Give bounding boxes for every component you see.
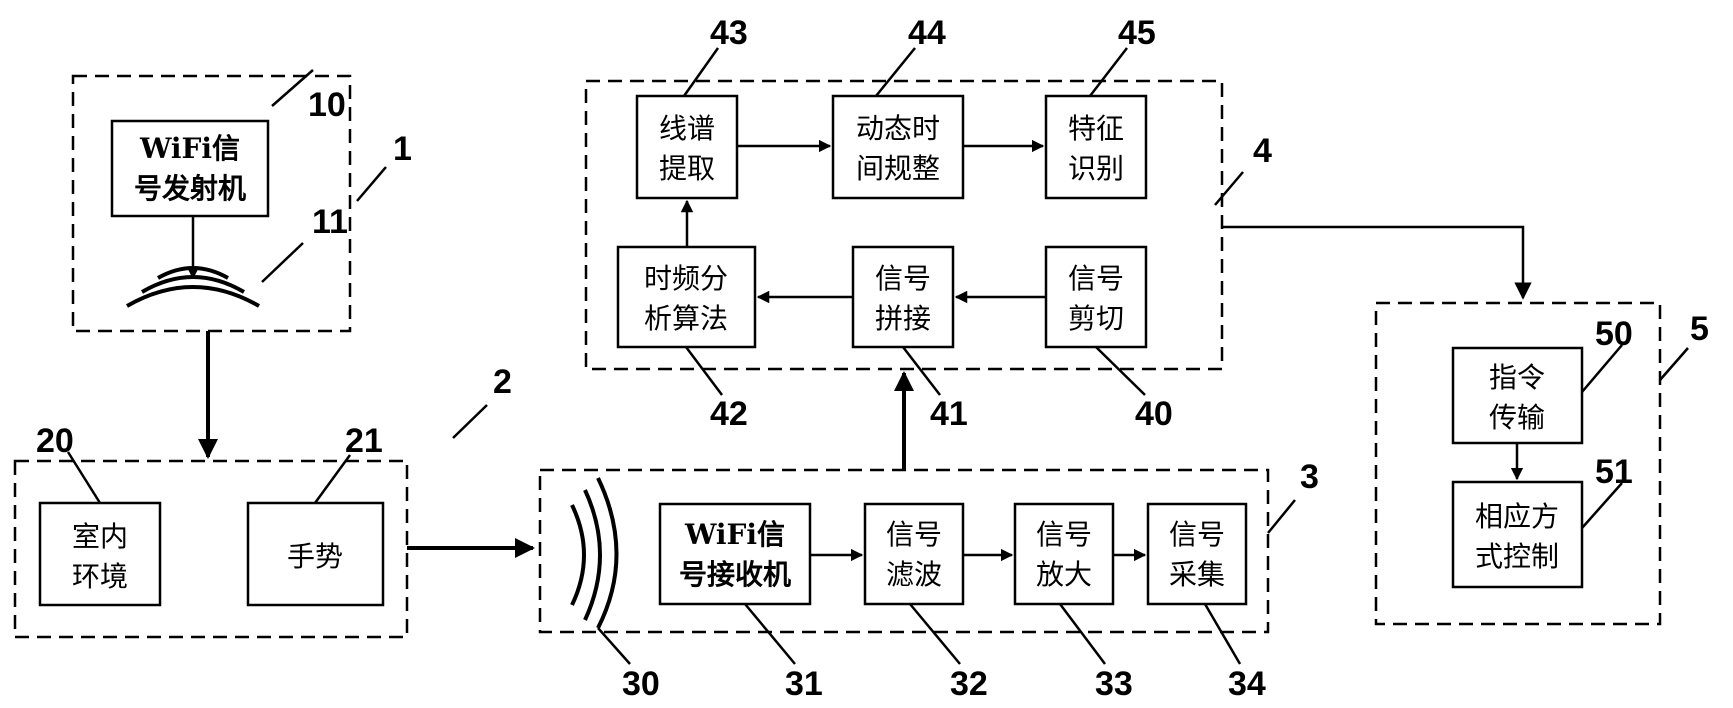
- leader-44: [875, 47, 916, 97]
- label-10: 10: [308, 86, 346, 124]
- leader-1: [356, 166, 387, 202]
- wifi-receiver-label-2: 号接收机: [679, 558, 791, 591]
- feature-recognition-box: [1044, 94, 1148, 200]
- dtw-label-2: 间规整: [856, 152, 940, 185]
- label-1: 1: [393, 130, 412, 168]
- wifi-transmitter-box: [110, 119, 270, 218]
- label-50: 50: [1595, 315, 1633, 353]
- signal-amplify-label-1: 信号: [1036, 518, 1092, 551]
- label-31: 31: [785, 665, 823, 703]
- receiver-module: WiFi信 号接收机 信号 滤波 信号 放大 信号 采集 30 31 32 33…: [538, 458, 1319, 703]
- command-transmission-label-1: 指令: [1489, 361, 1545, 394]
- indoor-environment-box: [38, 501, 162, 607]
- leader-34: [1203, 603, 1242, 665]
- signal-cut-label-1: 信号: [1068, 262, 1124, 295]
- leader-45: [1089, 47, 1128, 97]
- leader-20: [66, 451, 102, 504]
- response-control-label-1: 相应方: [1475, 500, 1559, 533]
- wifi-receiver-label-1: WiFi信: [684, 518, 785, 551]
- leader-42: [685, 346, 723, 396]
- signal-collect-label-1: 信号: [1169, 518, 1225, 551]
- signal-splice-label-1: 信号: [875, 262, 931, 295]
- control-module-border: [1374, 301, 1662, 626]
- label-5: 5: [1690, 310, 1709, 348]
- gesture-label: 手势: [287, 540, 343, 573]
- feature-recognition-label-1: 特征: [1068, 112, 1124, 145]
- label-45: 45: [1118, 14, 1156, 52]
- response-control-label-2: 式控制: [1475, 540, 1559, 573]
- environment-module: 室内 环境 手势 20 21 2: [13, 363, 512, 639]
- label-51: 51: [1595, 453, 1633, 491]
- wifi-transmitter-label-2: 号发射机: [134, 172, 246, 205]
- control-module: 指令 传输 相应方 式控制 50 51 5: [1374, 301, 1709, 626]
- leader-11: [261, 242, 304, 283]
- leader-51: [1581, 482, 1623, 529]
- label-2: 2: [493, 363, 512, 401]
- signal-collect-box: [1146, 502, 1248, 606]
- label-11: 11: [312, 203, 348, 241]
- leader-43: [682, 47, 720, 97]
- indoor-environment-label-1: 室内: [72, 520, 128, 553]
- signal-collect-label-2: 采集: [1169, 558, 1225, 591]
- signal-splice-box: [851, 245, 955, 349]
- leader-33: [1059, 603, 1106, 665]
- signal-amplify-label-2: 放大: [1036, 558, 1092, 591]
- leader-2: [452, 404, 488, 439]
- label-41: 41: [930, 395, 968, 433]
- leader-30: [597, 627, 631, 665]
- label-44: 44: [908, 14, 946, 52]
- leader-31: [744, 603, 796, 665]
- receive-wave-icon: [570, 477, 619, 629]
- environment-module-border: [13, 459, 409, 639]
- spectral-extraction-label-1: 线谱: [659, 112, 715, 145]
- transmit-wave-icon: [126, 266, 260, 308]
- signal-filter-label-1: 信号: [886, 518, 942, 551]
- leader-3: [1267, 499, 1296, 534]
- label-33: 33: [1095, 665, 1133, 703]
- leader-40: [1095, 346, 1146, 396]
- wifi-receiver-box: [658, 502, 812, 606]
- time-frequency-analysis-label-2: 析算法: [644, 302, 728, 335]
- transmitter-module: WiFi信 号发射机 10 11 1: [71, 69, 412, 333]
- wifi-transmitter-label-1: WiFi信: [139, 132, 240, 165]
- label-3: 3: [1300, 458, 1319, 496]
- leader-10: [271, 69, 314, 107]
- time-frequency-analysis-box: [616, 245, 757, 349]
- label-43: 43: [710, 14, 748, 52]
- label-42: 42: [710, 395, 748, 433]
- spectral-extraction-label-2: 提取: [659, 152, 715, 185]
- leader-5: [1659, 347, 1689, 381]
- label-40: 40: [1135, 395, 1173, 433]
- leader-32: [909, 603, 961, 665]
- label-20: 20: [36, 422, 74, 460]
- label-21: 21: [345, 422, 383, 460]
- command-transmission-box: [1451, 346, 1584, 445]
- time-frequency-analysis-label-1: 时频分: [644, 262, 728, 295]
- leader-50: [1581, 344, 1623, 393]
- command-transmission-label-2: 传输: [1489, 401, 1545, 434]
- label-4: 4: [1253, 132, 1272, 170]
- dtw-label-1: 动态时: [856, 112, 940, 145]
- leader-41: [902, 346, 941, 396]
- transmitter-module-border: [71, 74, 352, 333]
- feature-recognition-label-2: 识别: [1068, 152, 1124, 185]
- processing-module: 线谱 提取 动态时 间规整 特征 识别 时频分 析算法 信号 拼接 信号 剪切 …: [584, 14, 1272, 433]
- signal-cut-box: [1044, 245, 1148, 349]
- processing-module-border: [584, 79, 1224, 371]
- processing-to-control-arrow: [1222, 225, 1532, 300]
- label-30: 30: [622, 665, 660, 703]
- indoor-environment-label-2: 环境: [72, 560, 128, 593]
- label-34: 34: [1228, 665, 1266, 703]
- leader-21: [313, 454, 352, 504]
- signal-filter-label-2: 滤波: [886, 558, 942, 591]
- response-control-box: [1451, 480, 1584, 589]
- spectral-extraction-box: [635, 94, 739, 200]
- leader-4: [1214, 171, 1244, 206]
- signal-cut-label-2: 剪切: [1068, 302, 1124, 335]
- signal-splice-label-2: 拼接: [875, 302, 931, 335]
- label-32: 32: [950, 665, 988, 703]
